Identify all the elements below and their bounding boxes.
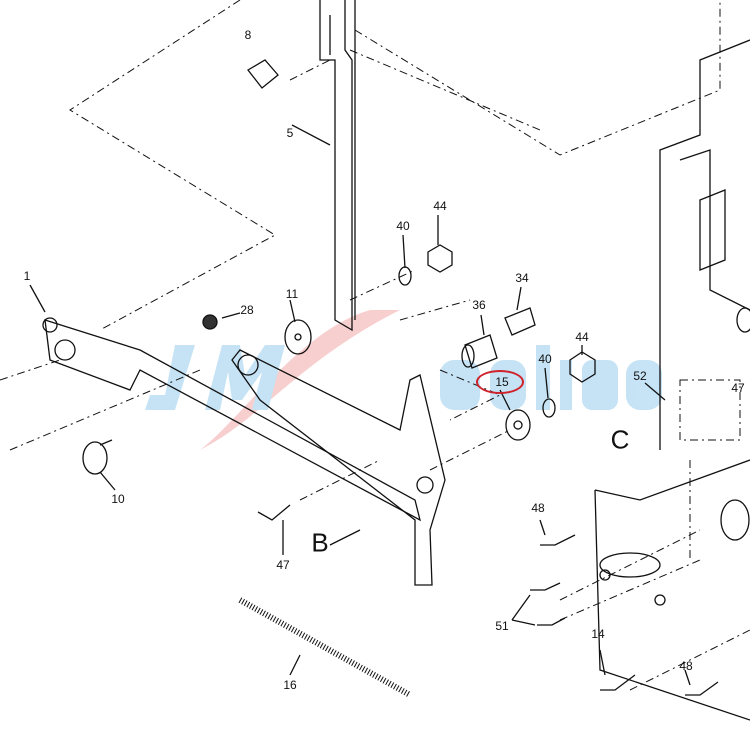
callout-B: B (311, 527, 329, 558)
callout-48: 48 (531, 501, 545, 515)
callout-47: 47 (731, 381, 745, 395)
callout-36: 36 (472, 298, 486, 312)
callout-15: 15 (495, 375, 509, 389)
callout-40: 40 (538, 352, 552, 366)
callout-44: 44 (433, 199, 447, 213)
highlight-circle (476, 370, 524, 394)
callout-28: 28 (240, 303, 254, 317)
callout-47: 47 (276, 558, 290, 572)
callout-40: 40 (396, 219, 410, 233)
callout-5: 5 (286, 126, 294, 140)
callout-34: 34 (515, 271, 529, 285)
callout-14: 14 (591, 627, 605, 641)
callout-16: 16 (283, 678, 297, 692)
callout-C: C (610, 424, 630, 455)
callout-10: 10 (111, 492, 125, 506)
callout-8: 8 (244, 28, 252, 42)
callout-11: 11 (285, 287, 299, 301)
callout-1: 1 (23, 269, 31, 283)
callout-44: 44 (575, 330, 589, 344)
callout-48: 48 (679, 659, 693, 673)
callout-51: 51 (495, 619, 509, 633)
callout-52: 52 (633, 369, 647, 383)
